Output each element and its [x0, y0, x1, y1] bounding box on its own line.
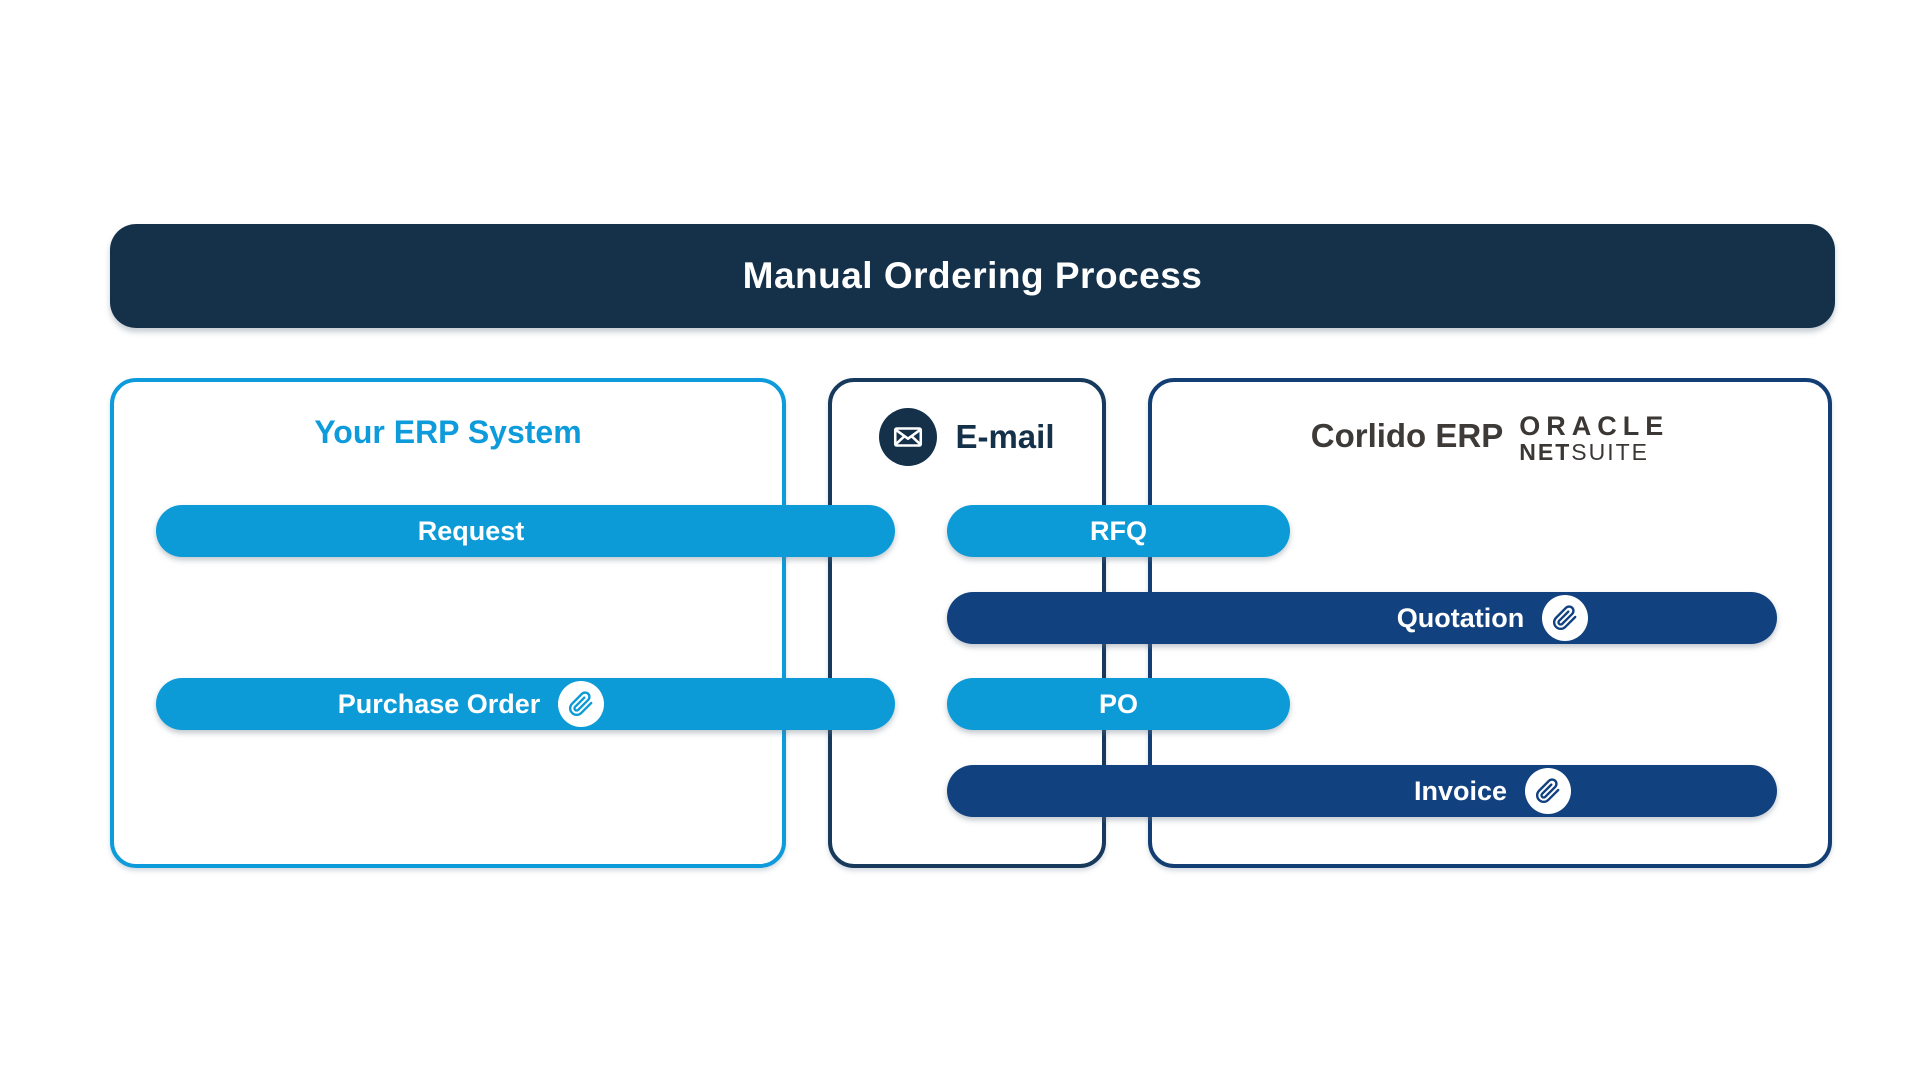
bar-invoice-label-group: Invoice	[1178, 765, 1807, 817]
bar-purchase-order: Purchase Order	[156, 678, 895, 730]
envelope-icon	[879, 408, 938, 466]
bar-purchase-order-label-group: Purchase Order	[156, 678, 786, 730]
corlido-panel-title: Corlido ERP	[1310, 417, 1504, 454]
bar-label: Purchase Order	[337, 688, 541, 719]
bar-po: PO	[947, 678, 1290, 730]
bar-request: Request	[156, 505, 895, 557]
bar-label: Invoice	[1413, 775, 1508, 806]
bar-rfq: RFQ	[947, 505, 1290, 557]
erp-panel-title: Your ERP System	[314, 414, 582, 450]
bar-request-label-group: Request	[156, 505, 786, 557]
oracle-logo-text: ORACLE	[1519, 411, 1670, 441]
bar-label: Request	[417, 515, 525, 546]
email-panel-header: E-mail	[828, 408, 1106, 466]
bar-quotation: Quotation	[947, 592, 1777, 644]
oracle-netsuite-logo: ORACLE NETSUITE	[1519, 410, 1669, 465]
paperclip-icon	[558, 681, 605, 727]
bar-po-label-group: PO	[947, 678, 1290, 730]
process-header: Manual Ordering Process	[110, 224, 1835, 328]
paperclip-icon	[1525, 768, 1572, 814]
paperclip-icon	[1542, 595, 1589, 641]
corlido-panel-header: Corlido ERP ORACLE NETSUITE	[1148, 410, 1832, 465]
bar-label: Quotation	[1396, 602, 1525, 633]
email-panel-title: E-mail	[955, 418, 1055, 455]
netsuite-logo-text: NETSUITE	[1519, 439, 1649, 465]
bar-label: RFQ	[1090, 515, 1147, 546]
panel-your-erp-system	[110, 378, 786, 868]
bar-quotation-label-group: Quotation	[1178, 592, 1807, 644]
bar-invoice: Invoice	[947, 765, 1777, 817]
bar-rfq-label-group: RFQ	[947, 505, 1290, 557]
bar-label: PO	[1098, 688, 1138, 719]
page-title: Manual Ordering Process	[742, 255, 1203, 296]
